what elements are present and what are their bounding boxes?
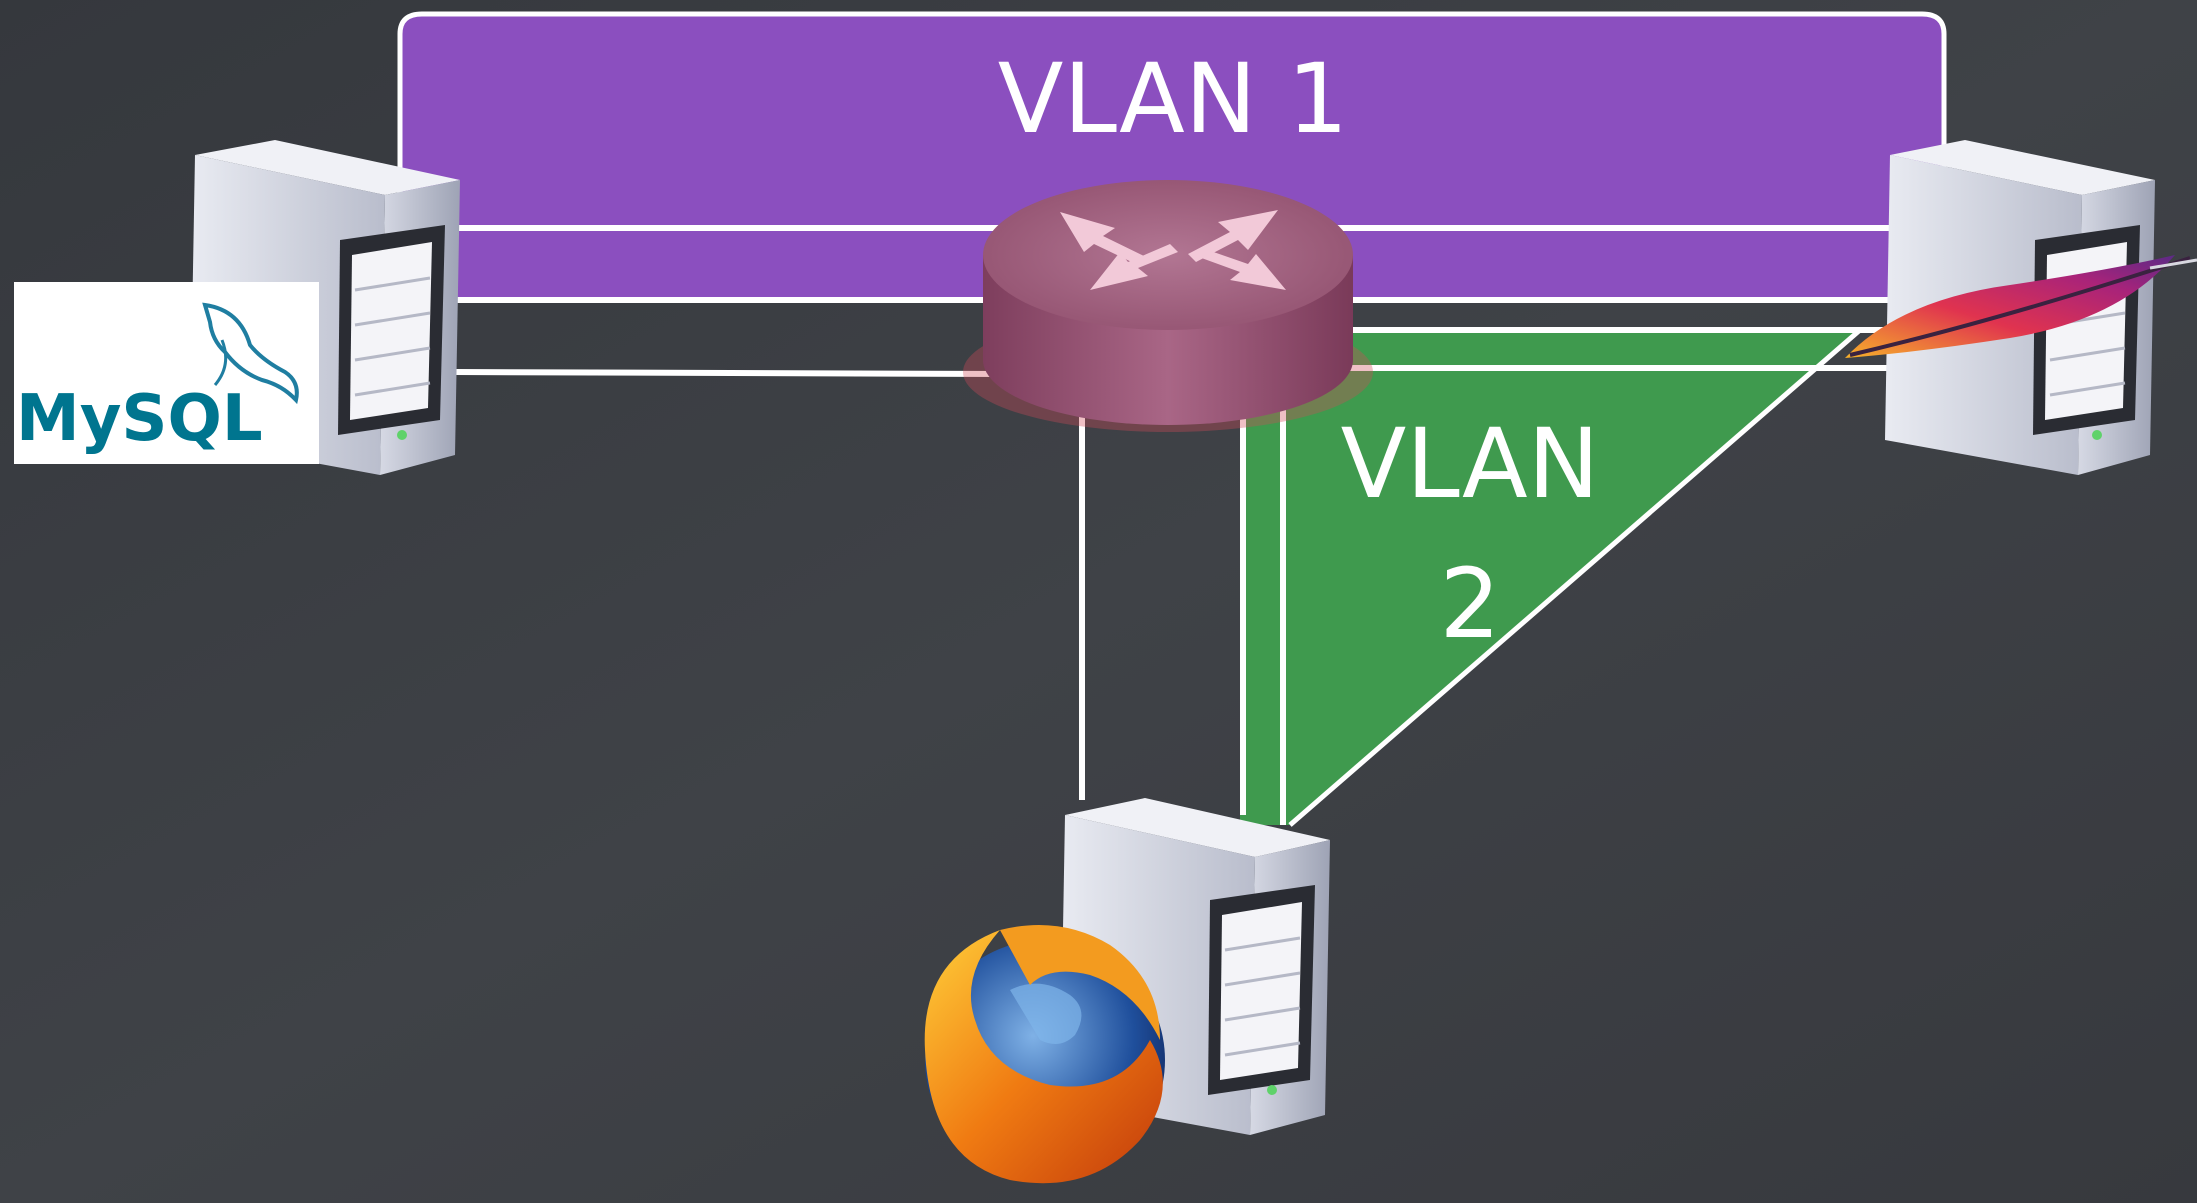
firefox-logo xyxy=(924,925,1165,1184)
router-arrow-in-2 xyxy=(1188,210,1278,262)
apache-feather-logo xyxy=(1845,255,2197,358)
mysql-logo: MySQL xyxy=(14,282,319,464)
vlan1-label: VLAN 1 xyxy=(998,43,1348,155)
vlan2-label-line1: VLAN xyxy=(1341,408,1600,520)
vlan2-label-line2: 2 xyxy=(1439,548,1500,660)
router-arrow-in-1 xyxy=(1060,212,1148,266)
link-mysql-router xyxy=(454,369,1006,377)
mysql-logo-text: MySQL xyxy=(16,382,263,456)
vlan2-region xyxy=(1240,330,1860,825)
vlan2-edge xyxy=(1288,328,1862,827)
router-arrow-out-1 xyxy=(1090,244,1178,290)
router-icon[interactable] xyxy=(963,180,1373,432)
router-arrow-out-2 xyxy=(1196,248,1286,290)
